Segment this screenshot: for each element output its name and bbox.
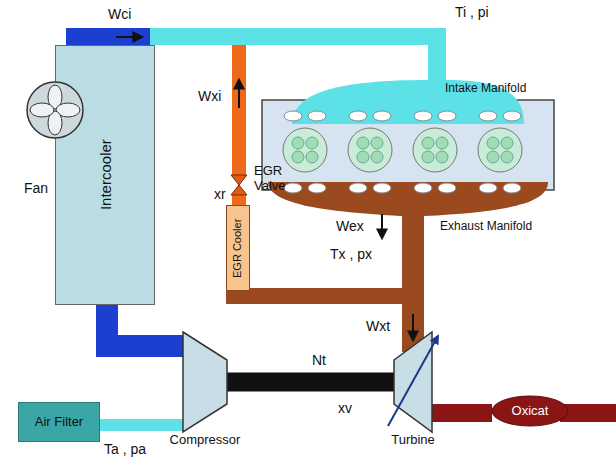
- valve: [371, 137, 383, 149]
- valve: [422, 137, 434, 149]
- state-symbol: Ta , pa: [104, 441, 146, 457]
- part-name: EGR Valve: [254, 164, 290, 194]
- valve: [292, 137, 304, 149]
- egr-return-pipe: [226, 288, 424, 304]
- node-text: Air Filter: [35, 415, 83, 430]
- egr-valve-symbol: [231, 175, 247, 195]
- flow-symbol: Wex: [336, 218, 364, 234]
- tailpipe: [560, 404, 616, 422]
- valve: [501, 137, 513, 149]
- valve: [436, 137, 448, 149]
- intake-port: [503, 111, 521, 121]
- intercooler-box: Intercooler: [55, 45, 155, 305]
- egr-pipe: [232, 45, 246, 177]
- flow-arrow: [412, 314, 414, 340]
- flow-arrow: [238, 80, 240, 108]
- intake-pipe: [428, 28, 446, 88]
- intake-port: [414, 111, 432, 121]
- actuator-symbol: xv: [338, 400, 352, 416]
- exhaust-port: [349, 183, 367, 193]
- intake-port: [349, 111, 367, 121]
- speed-symbol: Nt: [312, 352, 326, 368]
- valve: [357, 137, 369, 149]
- intake-port: [479, 111, 497, 121]
- valve: [306, 137, 318, 149]
- exhaust-pipe: [402, 210, 424, 352]
- state-symbol: Ti , pi: [455, 4, 489, 20]
- part-name: Intake Manifold: [445, 82, 526, 96]
- part-name: Exhaust Manifold: [440, 220, 532, 234]
- intake-port: [284, 111, 302, 121]
- flow-symbol: Wxt: [366, 318, 390, 334]
- egr-cooler-box: EGR Cooler: [226, 205, 250, 291]
- actuator-symbol: xr: [214, 186, 226, 202]
- cylinder: [478, 128, 522, 172]
- exhaust-pipe: [432, 404, 492, 422]
- node-text: Compressor: [170, 433, 241, 448]
- intake-port: [308, 111, 326, 121]
- cylinders: [283, 111, 522, 193]
- oxicat: Oxicat: [492, 396, 568, 426]
- valve: [487, 151, 499, 163]
- valve: [357, 151, 369, 163]
- turbo-shaft: [227, 373, 394, 392]
- exhaust-port: [479, 183, 497, 193]
- valve: [436, 151, 448, 163]
- air-filter-box: Air Filter: [18, 402, 100, 442]
- intake-port: [373, 111, 391, 121]
- cylinder: [283, 128, 327, 172]
- compressor: Compressor: [183, 332, 227, 432]
- flow-symbol: Wxi: [198, 88, 221, 104]
- valve: [422, 151, 434, 163]
- node-text: EGR Cooler: [232, 218, 245, 277]
- part-name: Fan: [24, 180, 48, 196]
- flow-symbol: Wci: [108, 6, 131, 22]
- exhaust-port: [503, 183, 521, 193]
- valve: [306, 151, 318, 163]
- cylinder: [413, 128, 457, 172]
- exhaust-port: [284, 183, 302, 193]
- variable-geometry-arrow: [388, 336, 438, 426]
- valve: [292, 151, 304, 163]
- state-symbol: Tx , px: [330, 246, 372, 262]
- charge-air-pipe: [66, 28, 150, 46]
- exhaust-port: [308, 183, 326, 193]
- cylinder: [348, 128, 392, 172]
- valve: [487, 137, 499, 149]
- turbine-outline: [394, 332, 432, 432]
- intake-port: [438, 111, 456, 121]
- flow-arrow: [116, 36, 142, 38]
- node-text: Oxicat: [512, 404, 549, 419]
- flow-arrow: [381, 214, 383, 238]
- valve: [371, 151, 383, 163]
- exhaust-port: [438, 183, 456, 193]
- fan-symbol: [27, 82, 83, 138]
- node-text: Intercooler: [96, 140, 113, 211]
- exhaust-port: [414, 183, 432, 193]
- turbine: Turbine: [394, 332, 432, 432]
- node-text: Turbine: [391, 433, 435, 448]
- exhaust-port: [373, 183, 391, 193]
- intake-air-pipe: [100, 419, 183, 431]
- compressor-outline: [183, 332, 227, 432]
- valve: [501, 151, 513, 163]
- intake-pipe: [150, 28, 446, 45]
- charge-air-pipe: [107, 305, 183, 346]
